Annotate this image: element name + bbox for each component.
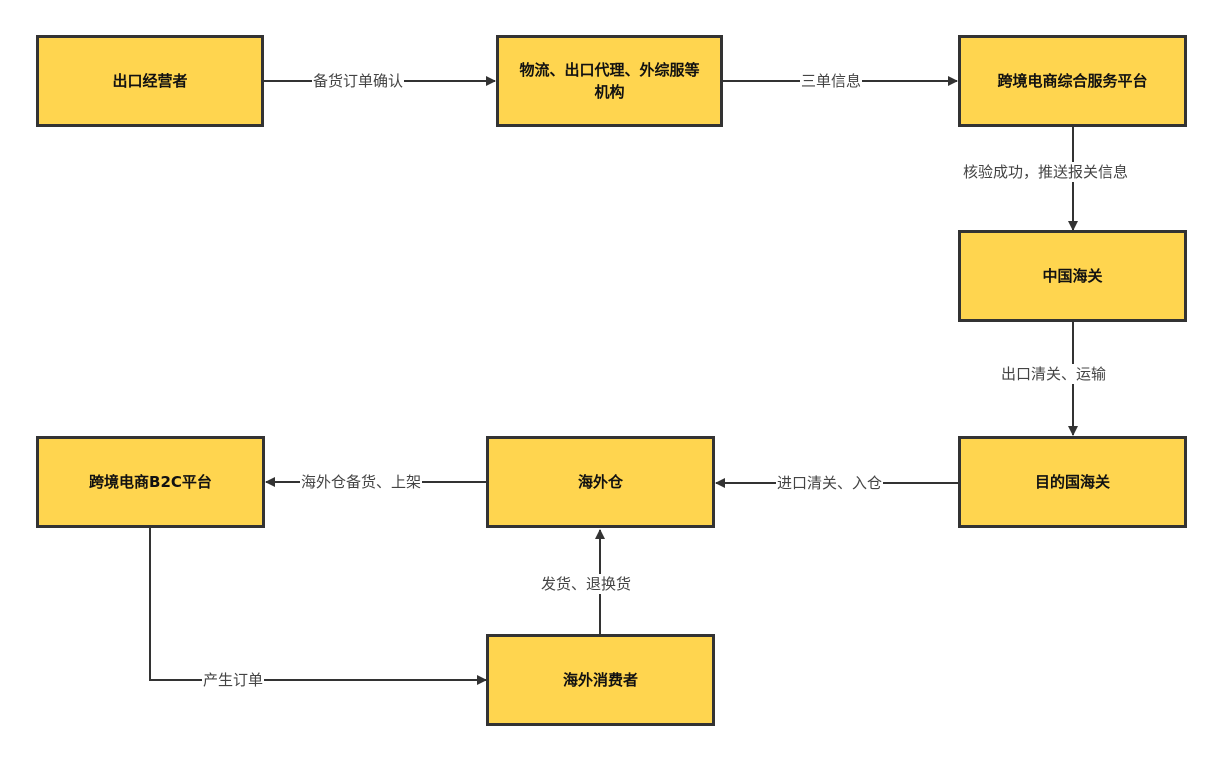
edge-b2c-to-consumer: [149, 528, 487, 685]
node-logistics[interactable]: 物流、出口代理、外综服等机构: [496, 35, 723, 127]
edge-label-create-order: 产生订单: [202, 670, 265, 690]
node-warehouse[interactable]: 海外仓: [486, 436, 715, 528]
edge-label-import-clearance: 进口清关、入仓: [776, 473, 884, 493]
edge-label-ship-return: 发货、退换货: [540, 574, 633, 594]
edge-label-three-docs: 三单信息: [800, 71, 863, 91]
edge-label-export-clearance: 出口清关、运输: [1000, 364, 1108, 384]
node-exporter[interactable]: 出口经营者: [36, 35, 264, 127]
node-china-customs[interactable]: 中国海关: [958, 230, 1187, 322]
node-platform[interactable]: 跨境电商综合服务平台: [958, 35, 1187, 127]
node-dest-customs[interactable]: 目的国海关: [958, 436, 1187, 528]
edge-label-verify-push: 核验成功，推送报关信息: [962, 162, 1130, 182]
edge-label-order-confirm: 备货订单确认: [312, 71, 405, 91]
edge-label-stock-listing: 海外仓备货、上架: [300, 472, 423, 492]
node-b2c[interactable]: 跨境电商B2C平台: [36, 436, 265, 528]
node-consumer[interactable]: 海外消费者: [486, 634, 715, 726]
